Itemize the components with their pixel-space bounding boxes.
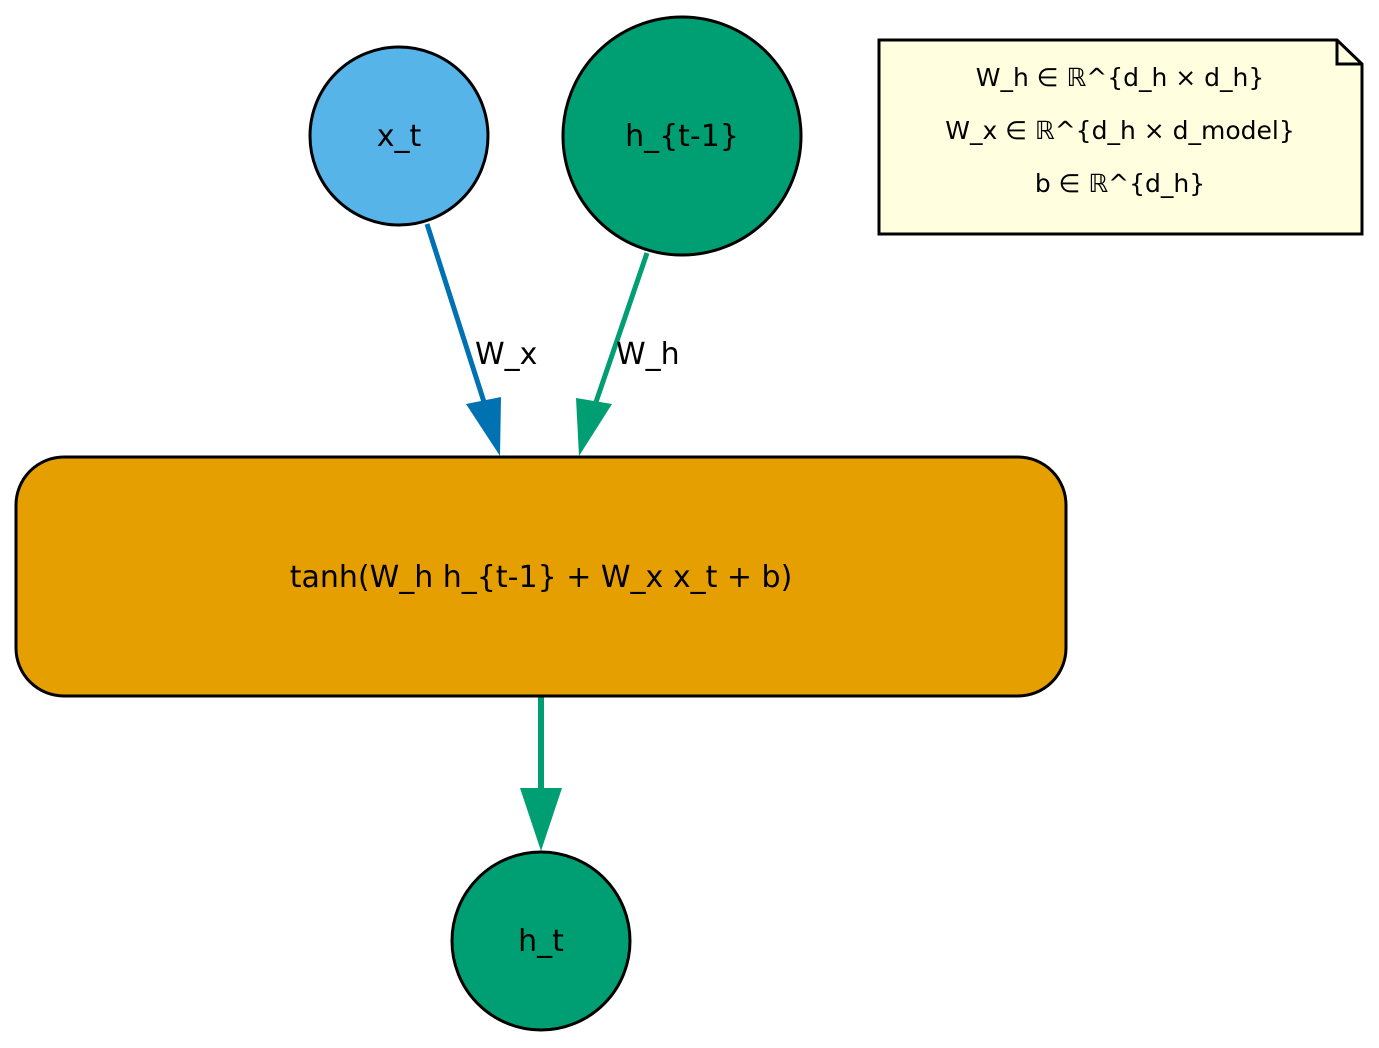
parameter-note: W_h ∈ ℝ^{d_h × d_h} W_x ∈ ℝ^{d_h × d_mod… — [877, 38, 1364, 236]
node-h-t: h_t — [450, 850, 632, 1032]
node-h-t-label: h_t — [518, 924, 564, 959]
edge-label-wh: W_h — [616, 337, 680, 372]
edge-op-to-ht — [520, 697, 562, 851]
edge-hprev-to-op: W_h — [576, 252, 680, 456]
node-x-t-circle — [308, 45, 490, 227]
node-h-prev-circle — [561, 15, 803, 257]
note-line-wx: W_x ∈ ℝ^{d_h × d_model} — [945, 116, 1295, 145]
note-fold — [1335, 40, 1362, 66]
edge-xt-line — [424, 223, 487, 403]
edge-xt-arrowhead — [466, 397, 501, 456]
note-line-wh: W_h ∈ ℝ^{d_h × d_h} — [976, 63, 1265, 92]
edge-xt-to-op: W_x — [424, 223, 537, 456]
edge-label-wx: W_x — [475, 337, 537, 372]
note-line-b: b ∈ ℝ^{d_h} — [1035, 169, 1205, 198]
node-tanh-op-label: tanh(W_h h_{t-1} + W_x x_t + b) — [290, 560, 793, 595]
node-h-prev-label: h_{t-1} — [625, 119, 739, 154]
edge-hprev-line — [593, 252, 650, 403]
edge-hprev-arrowhead — [576, 398, 612, 456]
edge-op-arrowhead — [520, 788, 562, 851]
node-h-prev: h_{t-1} — [561, 15, 803, 257]
node-x-t: x_t — [308, 45, 490, 227]
node-h-t-circle — [450, 850, 632, 1032]
node-tanh-op: tanh(W_h h_{t-1} + W_x x_t + b) — [14, 455, 1068, 698]
node-tanh-op-box — [14, 455, 1068, 698]
note-body — [877, 38, 1364, 236]
node-x-t-label: x_t — [377, 119, 422, 154]
